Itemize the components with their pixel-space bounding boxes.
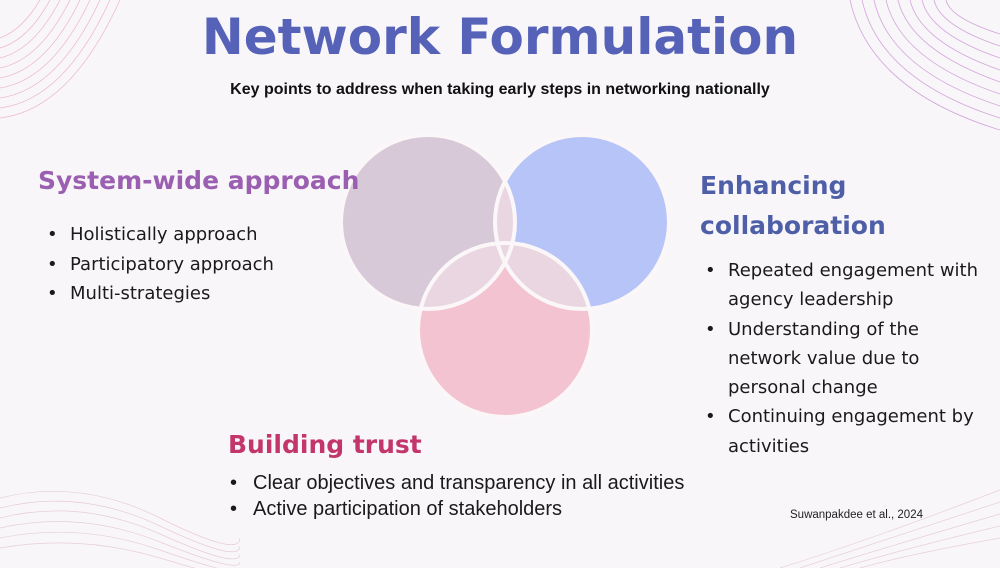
list-item: Understanding of the network value due t…	[700, 315, 990, 403]
list-item: Repeated engagement with agency leadersh…	[700, 256, 990, 315]
trust-bullet-list: Clear objectives and transparency in all…	[225, 470, 684, 522]
list-item: Multi-strategies	[42, 279, 274, 309]
list-item: Clear objectives and transparency in all…	[225, 470, 684, 496]
bottom-right-wave-decoration	[780, 489, 1000, 568]
list-item: Active participation of stakeholders	[225, 496, 684, 522]
system-wide-bullet-list: Holistically approach Participatory appr…	[42, 220, 274, 309]
venn-overlap-right	[495, 243, 592, 309]
page-subtitle: Key points to address when taking early …	[230, 81, 770, 98]
citation: Suwanpakdee et al., 2024	[790, 509, 923, 521]
page-title: Network Formulation	[201, 8, 799, 66]
venn-overlap-left	[418, 243, 515, 309]
bottom-left-wave-decoration	[0, 491, 240, 568]
system-wide-heading: System-wide approach	[38, 166, 360, 195]
collaboration-heading: Enhancing collaboration	[700, 171, 886, 240]
list-item: Participatory approach	[42, 250, 274, 280]
venn-diagram	[340, 133, 670, 419]
collaboration-bullet-list: Repeated engagement with agency leadersh…	[700, 256, 990, 461]
list-item: Holistically approach	[42, 220, 274, 250]
trust-heading: Building trust	[228, 430, 422, 459]
list-item: Continuing engagement by activities	[700, 402, 990, 461]
